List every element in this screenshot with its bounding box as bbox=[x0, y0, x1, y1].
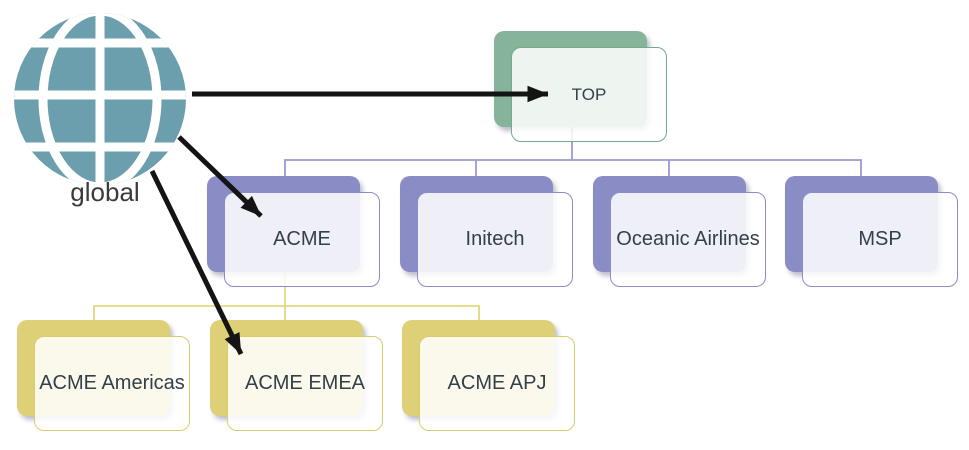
node-acme-emea: ACME EMEA bbox=[210, 320, 383, 433]
node-acme-americas: ACME Americas bbox=[17, 320, 190, 433]
node-acme-apj: ACME APJ bbox=[402, 320, 575, 433]
node-oceanic-airlines: Oceanic Airlines bbox=[593, 176, 766, 289]
node-msp: MSP bbox=[785, 176, 958, 289]
node-apj-label: ACME APJ bbox=[419, 336, 575, 431]
node-msp-label: MSP bbox=[802, 192, 958, 287]
node-initech: Initech bbox=[400, 176, 573, 289]
purple-connector bbox=[284, 127, 862, 176]
node-acme: ACME bbox=[207, 176, 380, 289]
globe-grid-icon bbox=[14, 13, 186, 185]
node-acme-label: ACME bbox=[224, 192, 380, 287]
node-emea-label: ACME EMEA bbox=[227, 336, 383, 431]
globe-label: global bbox=[70, 177, 140, 207]
node-americas-label: ACME Americas bbox=[34, 336, 190, 431]
node-top: TOP bbox=[494, 31, 667, 144]
node-initech-label: Initech bbox=[417, 192, 573, 287]
node-oceanic-label: Oceanic Airlines bbox=[610, 192, 766, 287]
node-top-label: TOP bbox=[511, 47, 667, 142]
